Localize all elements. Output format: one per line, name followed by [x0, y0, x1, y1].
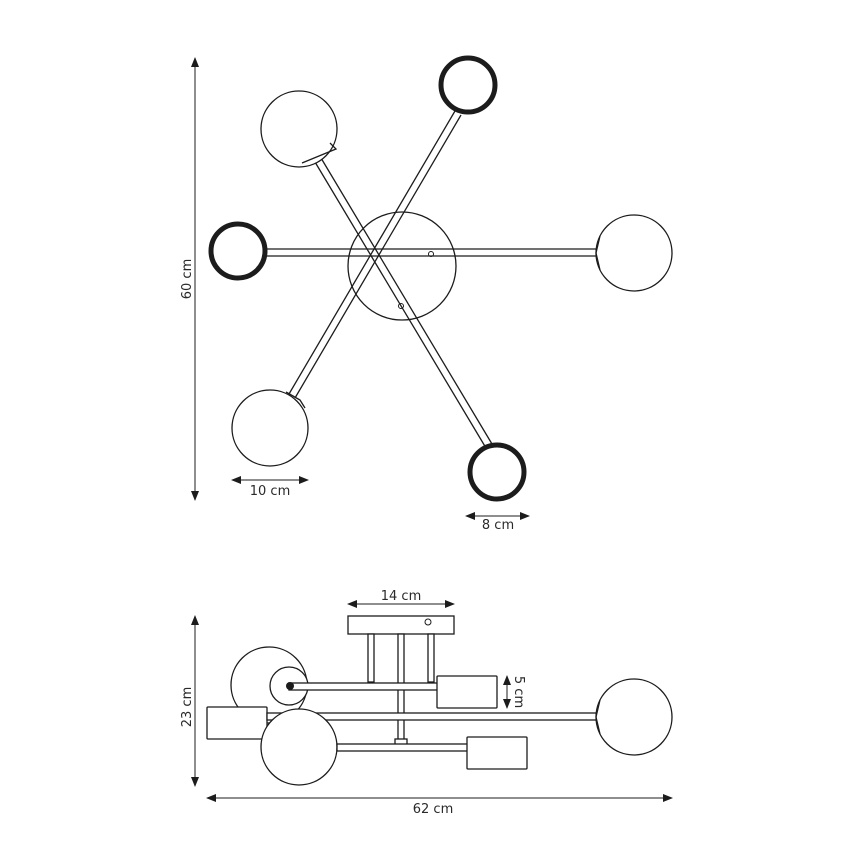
canopy-screw: [398, 303, 404, 309]
ring-left: [208, 221, 268, 281]
globe-bottom-left: [231, 389, 309, 467]
ring-top-right: [438, 55, 498, 115]
arm-upper-end: [286, 682, 294, 690]
globe-socket: [595, 235, 601, 271]
top-view: 60 cm 10 cm 8 cm: [180, 55, 673, 533]
dimension-label-side-height: 23 cm: [180, 687, 195, 728]
dimension-label-width: 62 cm: [413, 802, 454, 817]
dimension-label-ring: 8 cm: [482, 518, 514, 533]
dimension-label-shade: 5 cm: [511, 676, 526, 708]
canopy-plate-screw: [424, 618, 432, 626]
arm-lower: [336, 743, 483, 752]
dimension-label-canopy: 14 cm: [381, 589, 422, 604]
shade-left: [206, 706, 268, 740]
shade-lower: [466, 736, 528, 770]
rod: [367, 633, 375, 683]
globe-right: [595, 214, 673, 292]
ring-bottom-right: [467, 442, 527, 502]
dimension-label-height: 60 cm: [180, 259, 195, 300]
canopy-plate: [347, 615, 455, 635]
globe-front: [260, 708, 338, 786]
arm-down-right: [314, 157, 493, 449]
globe-right-side: [595, 678, 673, 756]
arm-up-right: [288, 110, 462, 399]
rod: [427, 633, 435, 683]
globe-right-socket: [595, 699, 601, 735]
side-view: 14 cm 5 cm 23 cm 62 cm: [180, 589, 673, 817]
canopy-disc: [347, 211, 457, 321]
globe-top-left: [260, 90, 338, 168]
globe-socket: [301, 142, 338, 164]
arm-horizontal: [265, 248, 598, 257]
globe-socket: [285, 391, 306, 409]
dimension-label-globe: 10 cm: [250, 484, 291, 499]
shade-upper: [436, 675, 498, 709]
arm-upper: [288, 682, 440, 691]
